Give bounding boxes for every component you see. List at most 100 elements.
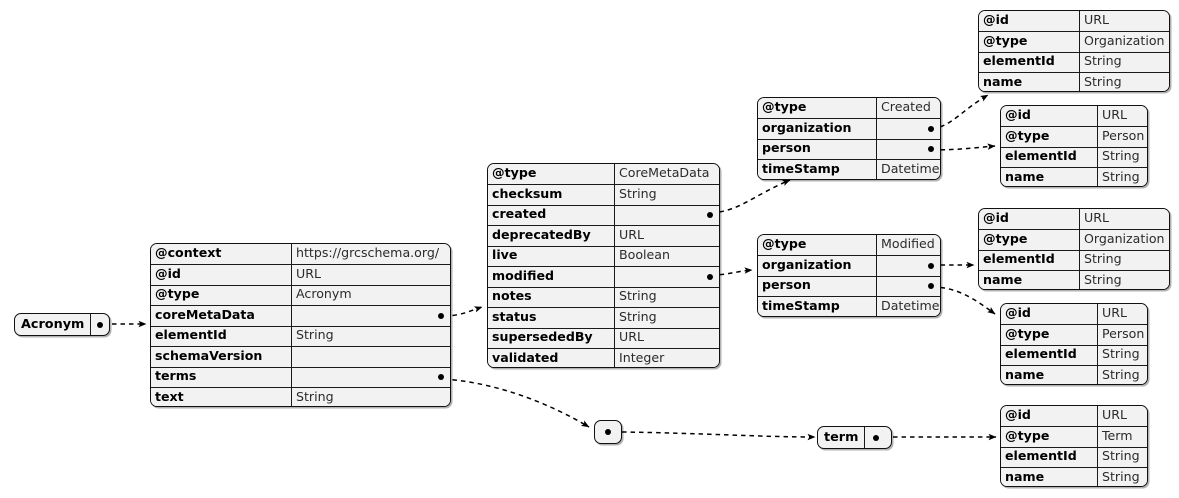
row-value: String bbox=[614, 286, 719, 308]
row-key: elementId bbox=[151, 325, 292, 347]
node-organization-table-1[interactable]: @id URL @type Organization elementId Str… bbox=[978, 10, 1170, 92]
acronym-table: @context https://grcschema.org/ @id URL … bbox=[151, 244, 450, 406]
table-row: validated Integer bbox=[488, 348, 719, 367]
row-value-link[interactable] bbox=[876, 118, 940, 140]
table-row: @id URL bbox=[1001, 406, 1147, 427]
edge-modified-person bbox=[931, 286, 996, 315]
table-row: @type Person bbox=[1001, 126, 1147, 148]
table-row: @type Modified bbox=[758, 235, 940, 256]
node-acronym-root[interactable]: Acronym bbox=[14, 313, 110, 336]
node-organization-table-2[interactable]: @id URL @type Organization elementId Str… bbox=[978, 208, 1170, 290]
node-person-table-1[interactable]: @id URL @type Person elementId String na… bbox=[1000, 105, 1148, 187]
row-value: Organization bbox=[1079, 229, 1169, 251]
row-key: @id bbox=[151, 264, 292, 286]
row-value: String bbox=[1097, 167, 1147, 186]
row-key: @id bbox=[979, 209, 1080, 230]
table-row: organization bbox=[758, 255, 940, 277]
row-value: Datetime bbox=[876, 296, 940, 316]
row-value-link[interactable] bbox=[876, 275, 940, 297]
row-key: deprecatedBy bbox=[488, 225, 615, 247]
table-row: schemaVersion bbox=[151, 346, 450, 368]
row-key: @type bbox=[151, 284, 292, 306]
row-value: String bbox=[1097, 365, 1147, 384]
row-key: elementId bbox=[979, 249, 1080, 271]
row-value: URL bbox=[1097, 106, 1147, 127]
link-dot bbox=[707, 212, 713, 219]
node-modified-table[interactable]: @type Modified organization person timeS… bbox=[757, 234, 941, 317]
row-value-link[interactable] bbox=[291, 305, 450, 327]
table-row: terms bbox=[151, 366, 450, 388]
row-value: String bbox=[1097, 446, 1147, 468]
row-value-link[interactable] bbox=[876, 138, 940, 160]
term-link-dot[interactable] bbox=[864, 427, 887, 448]
node-created-table[interactable]: @type Created organization person timeSt… bbox=[757, 97, 941, 180]
row-key: person bbox=[758, 138, 877, 160]
row-key: @id bbox=[1001, 406, 1098, 427]
row-value: String bbox=[614, 184, 719, 206]
node-person-table-2[interactable]: @id URL @type Person elementId String na… bbox=[1000, 303, 1148, 385]
table-row: @id URL bbox=[979, 11, 1169, 32]
row-value: Integer bbox=[614, 348, 719, 367]
row-value-link[interactable] bbox=[614, 266, 719, 288]
row-value-link[interactable] bbox=[876, 255, 940, 277]
row-key: @type bbox=[979, 31, 1080, 53]
node-term-table[interactable]: @id URL @type Term elementId String name… bbox=[1000, 405, 1148, 487]
link-dot bbox=[928, 146, 934, 153]
acronym-root-label: Acronym bbox=[21, 316, 85, 332]
row-key: @id bbox=[1001, 106, 1098, 127]
row-key: name bbox=[979, 72, 1080, 91]
table-row: status String bbox=[488, 307, 719, 329]
row-key: timeStamp bbox=[758, 296, 877, 316]
row-value bbox=[291, 346, 450, 368]
row-key: timeStamp bbox=[758, 159, 877, 179]
table-row: timeStamp Datetime bbox=[758, 159, 940, 179]
link-dot bbox=[438, 374, 444, 381]
row-key: validated bbox=[488, 348, 615, 367]
table-row: person bbox=[758, 275, 940, 297]
acronym-root-link-dot[interactable] bbox=[90, 314, 109, 335]
row-value-link[interactable] bbox=[291, 366, 450, 388]
node-coremetadata-table[interactable]: @type CoreMetaData checksum String creat… bbox=[487, 163, 720, 368]
row-value: String bbox=[1079, 72, 1169, 91]
table-row: coreMetaData bbox=[151, 305, 450, 327]
row-value: URL bbox=[614, 327, 719, 349]
table-row: @type CoreMetaData bbox=[488, 164, 719, 185]
row-value-link[interactable] bbox=[614, 204, 719, 226]
row-key: created bbox=[488, 204, 615, 226]
row-value: Person bbox=[1097, 126, 1147, 148]
table-row: @id URL bbox=[1001, 106, 1147, 127]
row-key: @type bbox=[1001, 324, 1098, 346]
table-row: @type Acronym bbox=[151, 284, 450, 306]
row-key: organization bbox=[758, 118, 877, 140]
row-key: @id bbox=[1001, 304, 1098, 325]
row-key: elementId bbox=[979, 51, 1080, 73]
row-key: @context bbox=[151, 244, 292, 265]
node-acronym-table[interactable]: @context https://grcschema.org/ @id URL … bbox=[150, 243, 451, 407]
table-row: elementId String bbox=[979, 51, 1169, 73]
table-row: elementId String bbox=[1001, 446, 1147, 468]
node-term[interactable]: term bbox=[817, 426, 892, 449]
row-key: live bbox=[488, 245, 615, 267]
row-key: @type bbox=[1001, 126, 1098, 148]
table-row: @type Created bbox=[758, 98, 940, 119]
row-value: Term bbox=[1097, 426, 1147, 448]
table-row: @id URL bbox=[151, 264, 450, 286]
node-terms-array[interactable] bbox=[594, 420, 622, 444]
row-value: String bbox=[1079, 51, 1169, 73]
row-value: URL bbox=[1079, 209, 1169, 230]
table-row: @type Organization bbox=[979, 31, 1169, 53]
row-value: Acronym bbox=[291, 284, 450, 306]
table-row: timeStamp Datetime bbox=[758, 296, 940, 316]
row-value: Boolean bbox=[614, 245, 719, 267]
table-row: @type Person bbox=[1001, 324, 1147, 346]
table-row: name String bbox=[1001, 467, 1147, 486]
table-row: name String bbox=[1001, 365, 1147, 384]
terms-array-link-dot[interactable] bbox=[595, 421, 621, 443]
table-row: supersededBy URL bbox=[488, 327, 719, 349]
row-key: terms bbox=[151, 366, 292, 388]
row-key: status bbox=[488, 307, 615, 329]
row-key: @type bbox=[979, 229, 1080, 251]
row-key: @id bbox=[979, 11, 1080, 32]
table-row: elementId String bbox=[1001, 344, 1147, 366]
row-key: @type bbox=[1001, 426, 1098, 448]
